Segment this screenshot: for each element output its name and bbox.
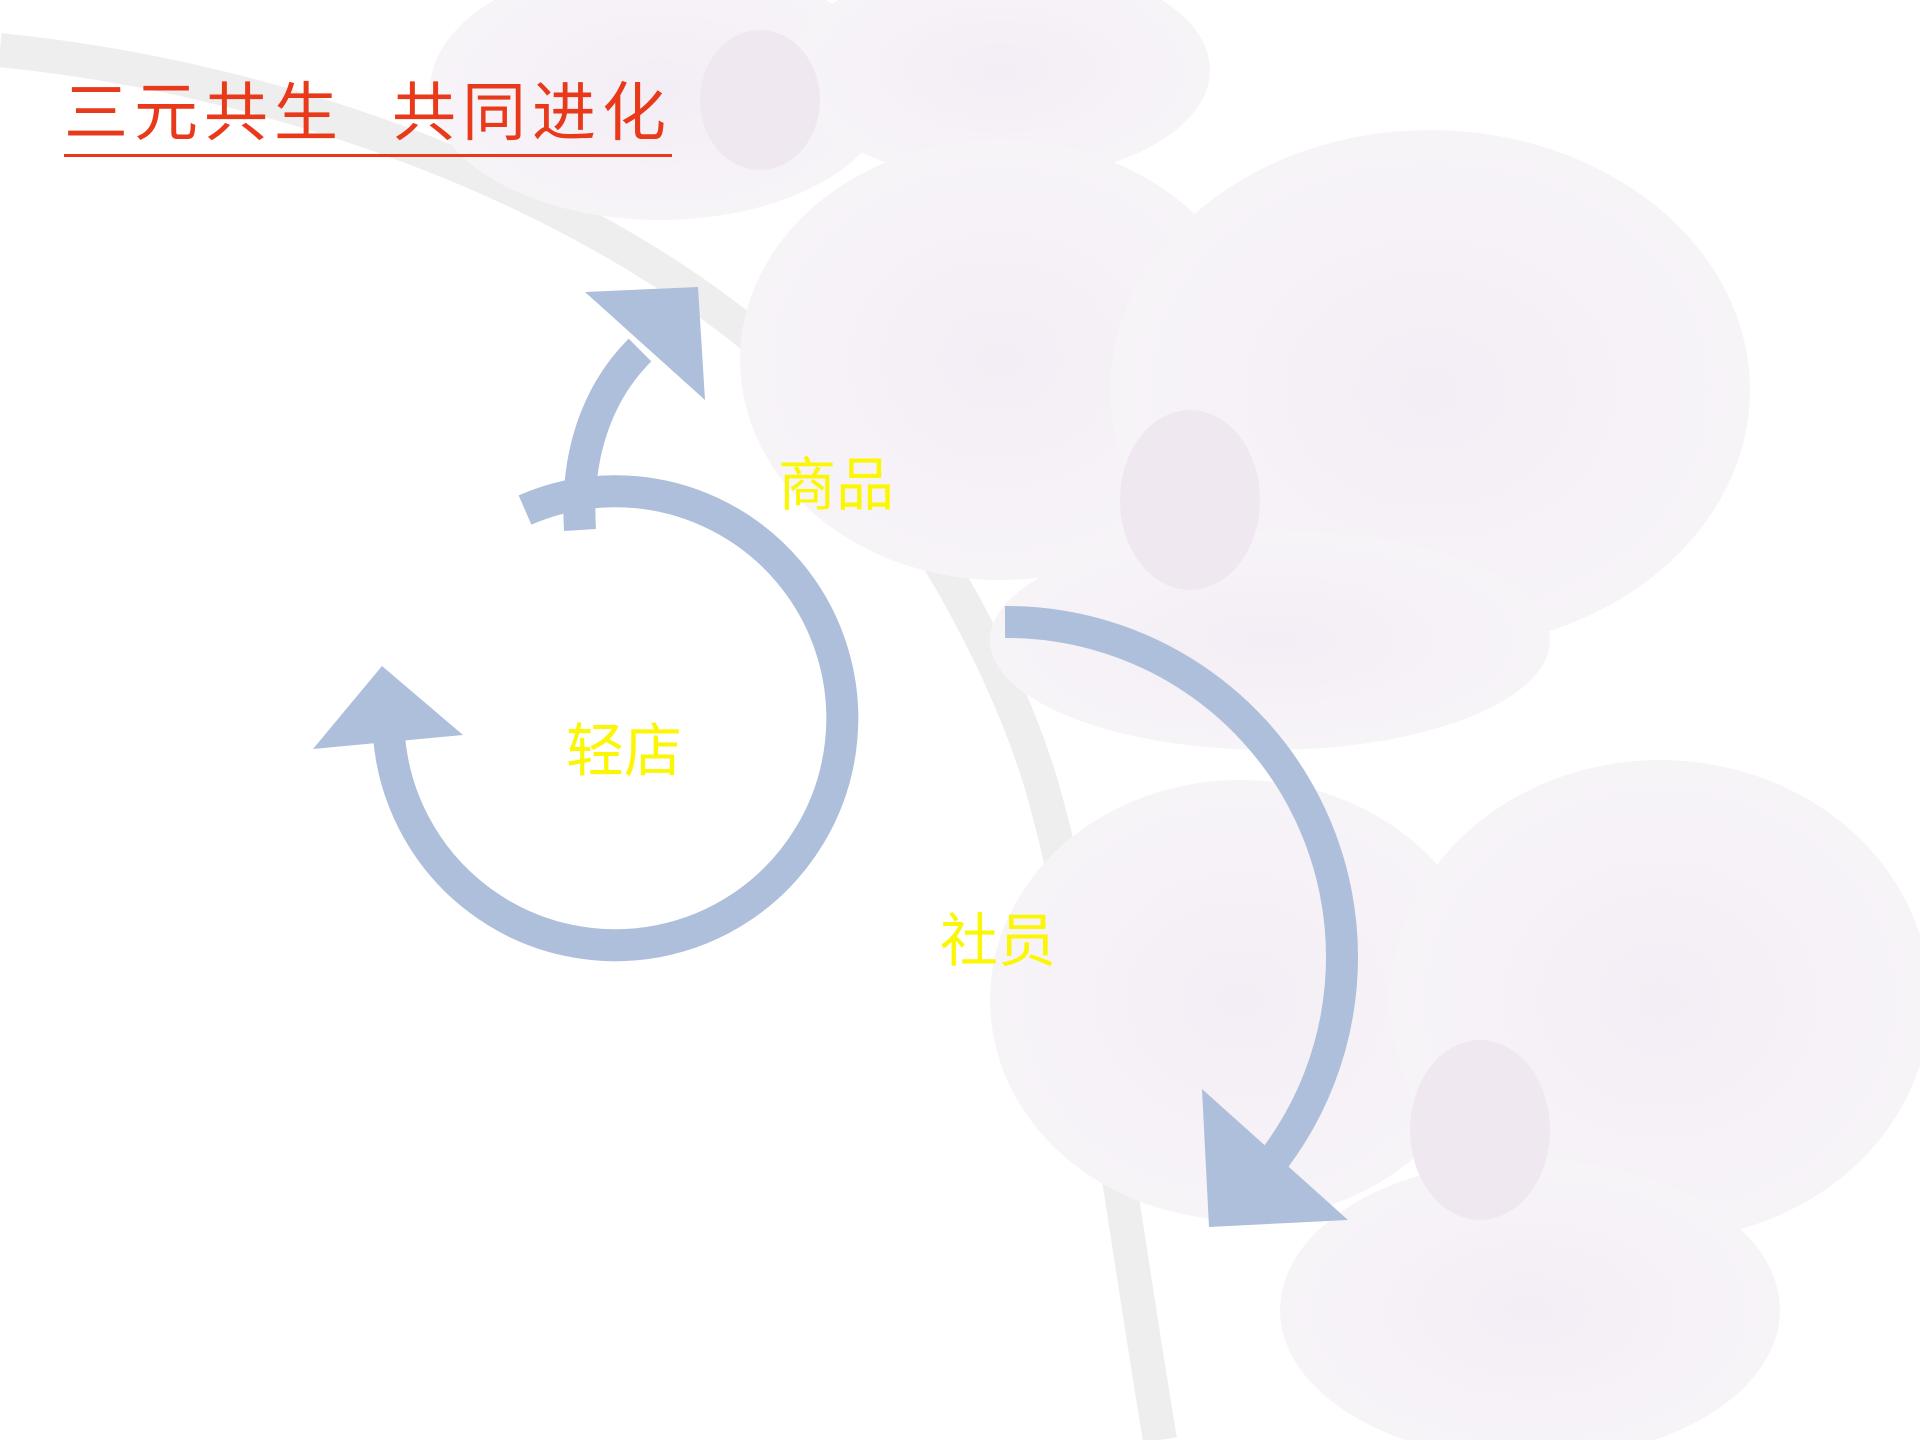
member-arc — [1004, 605, 1358, 1168]
light-store-label: 轻店 — [566, 717, 683, 785]
slide-title: 三元共生共同进化 — [64, 77, 672, 157]
store-cycle-arrowhead — [313, 666, 463, 749]
store-cycle-arc — [373, 475, 859, 962]
goods-arrowhead — [585, 287, 705, 400]
goods-label: 商品 — [778, 451, 895, 519]
member-arrowhead — [1202, 1089, 1348, 1227]
member-label: 社员 — [940, 907, 1057, 975]
goods-arc — [563, 338, 652, 531]
title-part-2: 共同进化 — [392, 77, 672, 151]
title-part-1: 三元共生 — [64, 77, 344, 151]
